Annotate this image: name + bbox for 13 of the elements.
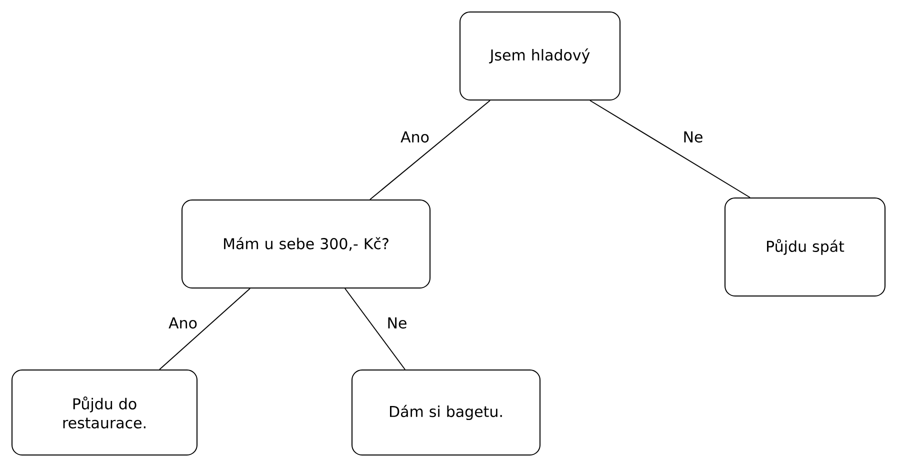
process-box: Jsem hladový: [460, 12, 620, 100]
process-box: Dám si bagetu.: [352, 370, 540, 456]
edge-label: Ne: [684, 131, 702, 143]
connector-line: [370, 100, 490, 200]
connector-line: [159, 288, 250, 370]
connector-line: [590, 100, 750, 198]
connector-line: [344, 288, 406, 370]
process-box: Půjdu do restaurace.: [12, 370, 198, 456]
edge-label: Ano: [400, 131, 429, 143]
process-box: Mám u sebe 300,- Kč?: [182, 200, 430, 288]
edge-label: Ne: [388, 317, 406, 329]
edge-label: Ano: [168, 317, 197, 329]
process-box: Půjdu spát: [724, 198, 886, 296]
